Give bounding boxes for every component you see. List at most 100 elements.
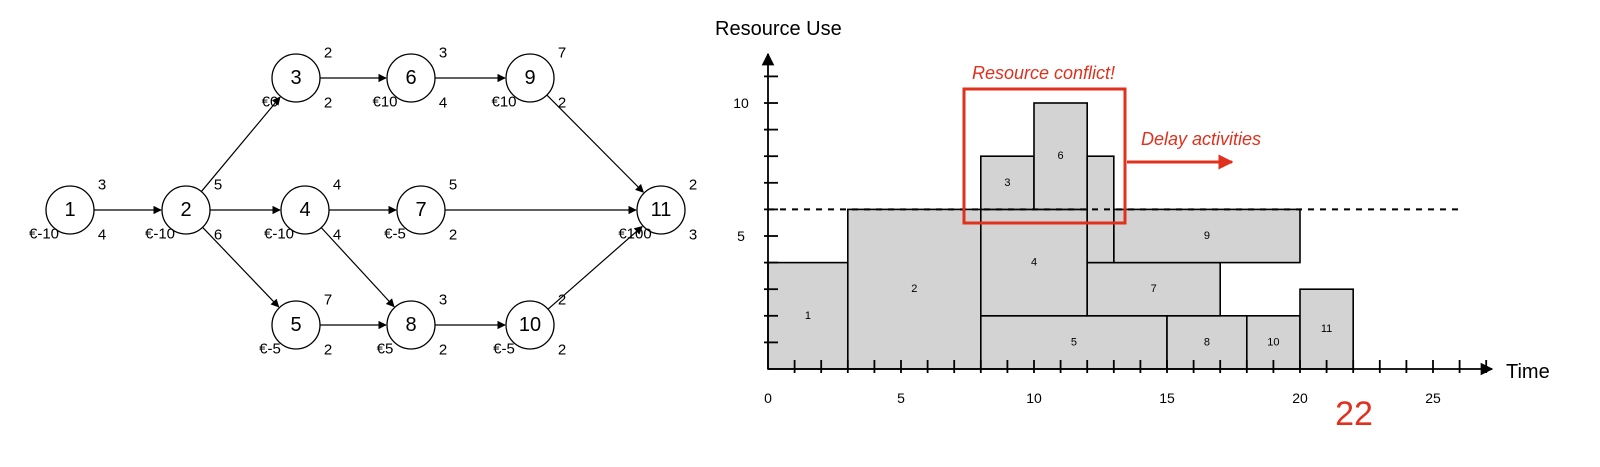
node-id: 1: [64, 199, 75, 221]
node-id: 8: [405, 314, 416, 336]
node-id: 6: [405, 67, 416, 89]
node-bottom-value: 4: [439, 95, 447, 112]
activity-network: 134€-10256€-10322€0444€-10572€-5634€1075…: [29, 45, 697, 359]
node-cost: €-10: [264, 226, 294, 243]
edge-4-8: [320, 227, 395, 308]
x-tick-label: 5: [897, 390, 905, 406]
x-tick-label: 0: [764, 390, 772, 406]
end-time-marker: 22: [1335, 395, 1373, 433]
node-circle: [386, 53, 436, 103]
node-id: 9: [524, 67, 535, 89]
node-10: 10 2 2 €-5: [493, 292, 566, 359]
node-circle: [396, 185, 446, 235]
activity-block: 2: [846, 208, 982, 370]
conflict-label: Resource conflict!: [972, 63, 1115, 83]
node-1: 134€-10: [29, 177, 106, 244]
activity-label: 6: [1058, 150, 1064, 162]
node-2: 256€-10: [145, 177, 222, 244]
activity-label: 11: [1321, 323, 1332, 335]
activity-block: 7: [1086, 261, 1221, 317]
activity-label: 10: [1267, 336, 1279, 348]
activity-rect: [767, 261, 849, 370]
node-circle: [505, 53, 555, 103]
node-circle: [505, 300, 555, 350]
node-circle: [271, 53, 321, 103]
node-id: 3: [290, 67, 301, 89]
activity-rect: [979, 208, 1088, 317]
node-bottom-value: 2: [449, 227, 457, 244]
node-top-value: 3: [439, 45, 447, 62]
activity-rect: [1086, 261, 1221, 317]
node-cost: €-5: [259, 341, 281, 358]
x-tick-label: 25: [1425, 390, 1441, 406]
node-top-value: 5: [449, 177, 457, 194]
edge-9-11: [546, 94, 644, 193]
activity-label: 5: [1071, 336, 1077, 348]
node-bottom-value: 2: [324, 342, 332, 359]
node-bottom-value: 2: [324, 95, 332, 112]
activity-block: 11: [1299, 288, 1355, 370]
node-cost: €5: [377, 341, 394, 358]
node-bottom-value: 3: [689, 227, 697, 244]
activity-rect: [1033, 102, 1089, 211]
node-top-value: 3: [439, 292, 447, 309]
node-5: 5 7 2 €-5: [259, 292, 332, 359]
activity-label: 7: [1151, 283, 1157, 295]
activity-block: 9: [1113, 208, 1301, 264]
activity-block: 1: [767, 261, 849, 370]
node-top-value: 7: [324, 292, 332, 309]
node-9: 972€10: [491, 45, 566, 112]
node-bottom-value: 2: [439, 342, 447, 359]
edge-2-5: [202, 226, 280, 308]
activity-rect: [1113, 208, 1301, 264]
node-cost: €-10: [145, 226, 175, 243]
x-axis-title: Time: [1506, 361, 1550, 383]
node-top-value: 2: [689, 177, 697, 194]
node-circle: [386, 300, 436, 350]
node-top-value: 2: [558, 292, 566, 309]
activity-blocks: 1 2 5 8 10 11 4 7 9 3 6: [767, 102, 1355, 370]
node-top-value: 2: [324, 45, 332, 62]
node-top-value: 7: [558, 45, 566, 62]
node-bottom-value: 2: [558, 342, 566, 359]
node-3: 3 2 2 €0: [262, 45, 333, 112]
activity-label: 4: [1031, 257, 1037, 269]
activity-label: 2: [911, 283, 917, 295]
activity-label: 8: [1204, 336, 1210, 348]
node-top-value: 3: [98, 177, 106, 194]
node-id: 4: [299, 199, 310, 221]
node-top-value: 5: [214, 177, 222, 194]
node-7: 7 5 2 €-5: [384, 177, 457, 244]
activity-block: 5: [979, 314, 1168, 370]
y-tick-label: 10: [733, 95, 749, 111]
x-tick-label: 20: [1292, 390, 1308, 406]
node-4: 444€-10: [264, 177, 341, 244]
node-circle: [280, 185, 330, 235]
edge-2-3: [200, 96, 281, 192]
node-cost: €0: [262, 94, 279, 111]
edge-10-11: [547, 225, 643, 310]
node-cost: €-5: [384, 226, 406, 243]
node-cost: €10: [372, 94, 397, 111]
conflict-box: [962, 87, 1127, 225]
activity-block: 6: [1033, 102, 1089, 211]
node-cost: €-10: [29, 226, 59, 243]
node-id: 7: [415, 199, 426, 221]
node-id: 5: [290, 314, 301, 336]
delay-label: Delay activities: [1141, 129, 1261, 149]
activity-label: 1: [805, 310, 811, 322]
node-circle: [271, 300, 321, 350]
activity-block: 3: [979, 155, 1035, 211]
activity-block: 4: [979, 208, 1088, 317]
node-cost: €-5: [493, 341, 515, 358]
node-id: 10: [519, 314, 541, 336]
network-edges: [94, 73, 644, 330]
node-bottom-value: 4: [333, 227, 341, 244]
y-tick-label: 5: [737, 228, 745, 244]
node-circle: [161, 185, 211, 235]
network-nodes: 134€-10256€-10322€0444€-10572€-5634€1075…: [29, 45, 697, 359]
